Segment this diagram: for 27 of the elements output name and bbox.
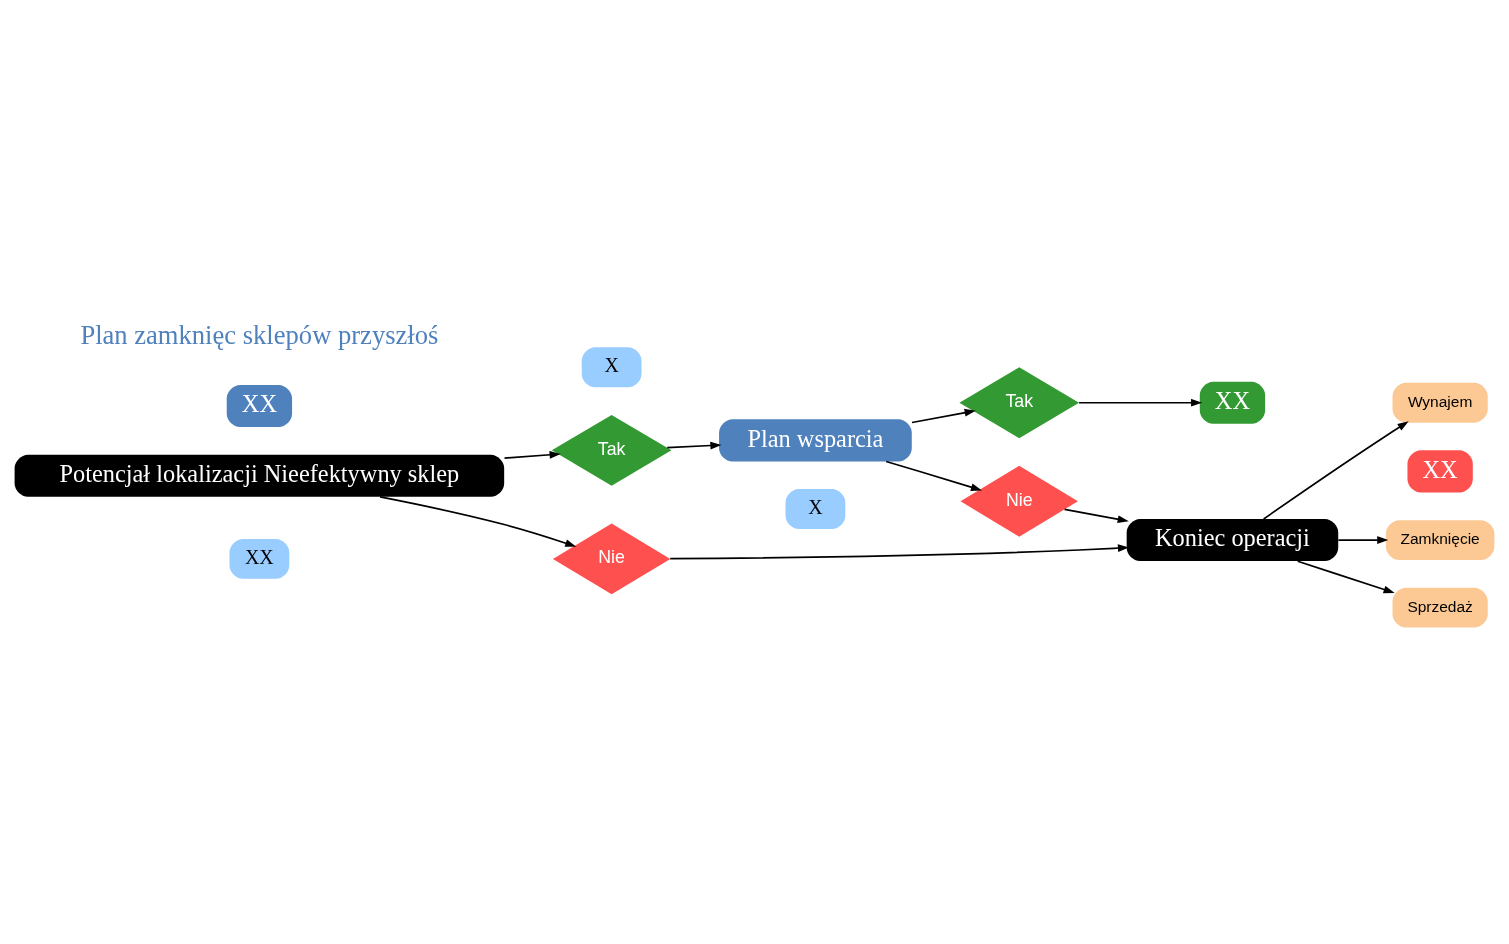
node-box: Koniec operacji	[1126, 518, 1339, 561]
arrow	[503, 450, 561, 459]
label: Plan zamknięc sklepów przyszłoś	[80, 319, 439, 350]
node-diamond: Nie	[552, 522, 671, 594]
node-box: Sprzedaż	[1392, 587, 1488, 628]
node-box: X	[581, 346, 642, 387]
node-box: Zamknięcie	[1385, 519, 1495, 560]
arrow	[669, 543, 1129, 559]
node-box: XX	[1407, 449, 1473, 492]
node-box: Potencjał lokalizacji Nieefektywny sklep	[14, 454, 505, 497]
node-box: XX	[226, 384, 293, 427]
arrow	[1078, 398, 1203, 407]
arrow	[1063, 508, 1129, 523]
node-box: Plan wsparcia	[719, 418, 912, 461]
node-box: X	[785, 488, 846, 529]
node-box: XX	[229, 538, 290, 579]
node-box: Wynajem	[1392, 382, 1488, 423]
arrow	[1337, 535, 1389, 544]
node-diamond: Tak	[959, 366, 1080, 438]
node-diamond: Nie	[960, 465, 1078, 537]
arrow	[666, 441, 722, 449]
arrow	[1262, 420, 1409, 520]
arrow	[911, 408, 976, 423]
arrow	[1296, 559, 1395, 593]
arrow	[379, 495, 577, 547]
arrow	[885, 460, 983, 491]
node-box: XX	[1199, 381, 1266, 424]
